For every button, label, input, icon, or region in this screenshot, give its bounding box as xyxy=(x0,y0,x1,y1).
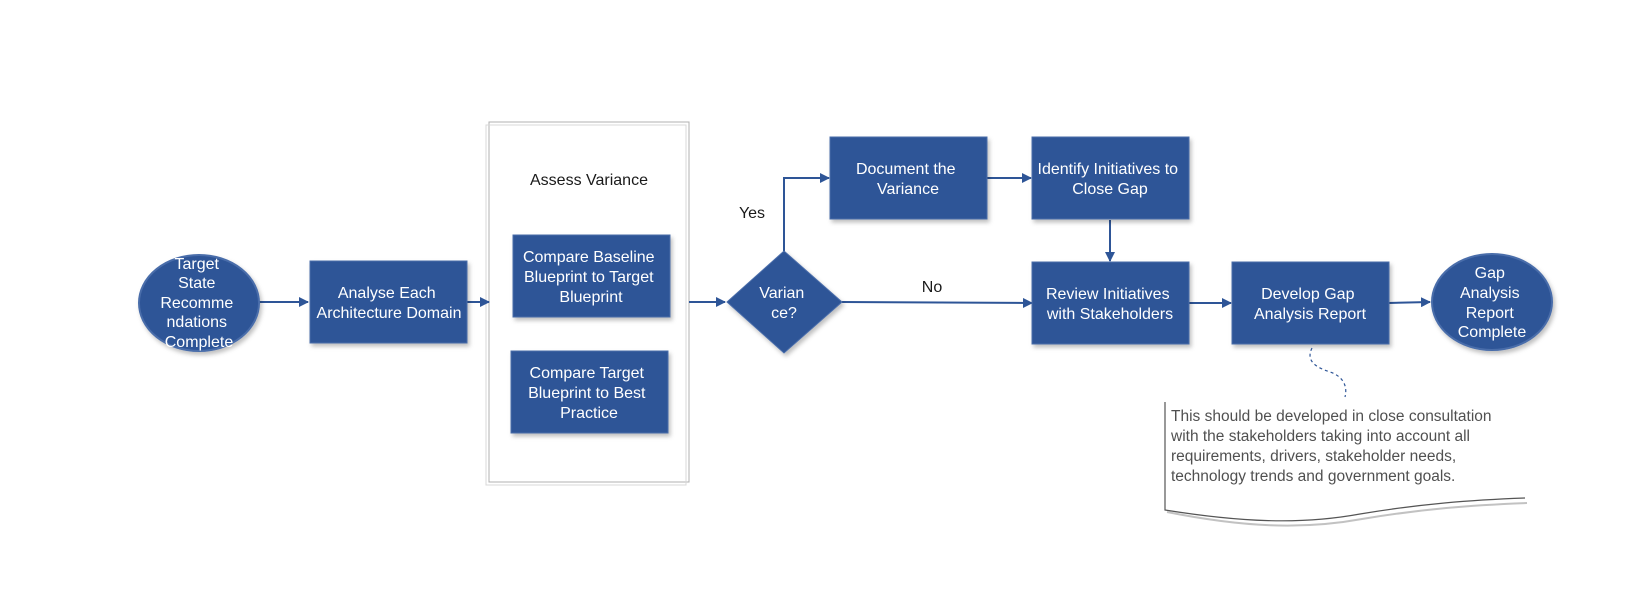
node-identify-initiatives[interactable]: Identify Initiatives to Close Gap xyxy=(1031,136,1190,220)
svg-text:Target State Recom: Target State Recomme ndations Complete xyxy=(160,256,237,351)
note-line: This should be developed in close consul… xyxy=(1171,408,1492,425)
svg-text:Identify Initiatives to: Identify Initiatives to Close Gap xyxy=(1038,161,1183,198)
svg-text:This should be developed in cl: This should be developed in close consul… xyxy=(1170,408,1496,485)
node-target-state-complete-line: State xyxy=(178,275,215,292)
node-target-state-complete-line: Complete xyxy=(165,334,234,351)
node-gap-analysis-complete-line: Complete xyxy=(1458,324,1527,341)
node-compare-target[interactable]: Compare Target Blueprint to Best Practic… xyxy=(510,350,669,434)
note-line: with the stakeholders taking into accoun… xyxy=(1170,428,1470,445)
edge-decision-no-to-review xyxy=(841,297,1033,308)
node-target-state-complete-line: ndations xyxy=(167,314,228,331)
svg-text:Document the Variance: Document the Variance xyxy=(856,161,960,198)
node-variance-decision-line: Varian xyxy=(759,285,804,302)
node-compare-baseline[interactable]: Compare Baseline Blueprint to Target Blu… xyxy=(512,234,671,318)
note-line: requirements, drivers, stakeholder needs… xyxy=(1171,448,1456,465)
note-border-shadow xyxy=(1166,502,1528,527)
node-compare-target-line: Compare Target xyxy=(530,365,645,382)
node-gap-analysis-complete[interactable]: Gap Analysis Report Complete xyxy=(1431,253,1553,351)
edge-label-yes: Yes xyxy=(739,205,765,222)
svg-text:Develop Gap Analysis Rep: Develop Gap Analysis Report xyxy=(1254,286,1367,323)
svg-text:Varian ce?: Varian ce? xyxy=(759,285,809,322)
node-compare-target-line: Practice xyxy=(560,405,618,422)
node-identify-initiatives-line: Identify Initiatives to xyxy=(1038,161,1179,178)
note-border xyxy=(1164,402,1526,522)
node-target-state-complete[interactable]: Target State Recomme ndations Complete xyxy=(138,254,260,352)
svg-text:Compare Baseline Bluepri: Compare Baseline Blueprint to Target Blu… xyxy=(523,249,659,306)
node-analyse-each-domain[interactable]: Analyse Each Architecture Domain xyxy=(309,260,468,344)
svg-text:Compare Target Blueprint: Compare Target Blueprint to Best Practic… xyxy=(528,365,650,422)
node-variance-decision-line: ce? xyxy=(771,305,797,322)
node-compare-baseline-line: Blueprint xyxy=(559,289,623,306)
svg-text:Review Initiatives with: Review Initiatives with Stakeholders xyxy=(1046,286,1174,323)
note-connector xyxy=(1309,347,1347,398)
node-review-initiatives-line: with Stakeholders xyxy=(1046,306,1173,323)
node-compare-target-line: Blueprint to Best xyxy=(528,385,646,402)
node-develop-report-line: Develop Gap xyxy=(1261,286,1354,303)
edge-label-no: No xyxy=(922,279,943,296)
node-review-initiatives-line: Review Initiatives xyxy=(1046,286,1170,303)
node-develop-report[interactable]: Develop Gap Analysis Report xyxy=(1231,261,1390,345)
node-gap-analysis-complete-line: Gap xyxy=(1475,265,1505,282)
node-review-initiatives[interactable]: Review Initiatives with Stakeholders xyxy=(1031,261,1190,345)
node-document-variance-line: Variance xyxy=(877,181,939,198)
edge-develop-to-end xyxy=(1387,297,1431,308)
node-analyse-each-domain-line: Analyse Each xyxy=(338,285,436,302)
node-target-state-complete-line: Recomme xyxy=(160,295,233,312)
svg-text:Analyse Each Architectur: Analyse Each Architecture Domain xyxy=(317,285,462,322)
node-gap-analysis-complete-line: Analysis xyxy=(1460,285,1520,302)
node-document-variance-line: Document the xyxy=(856,161,956,178)
node-gap-analysis-complete-line: Report xyxy=(1466,305,1515,322)
node-document-variance[interactable]: Document the Variance xyxy=(829,136,988,220)
node-compare-baseline-line: Blueprint to Target xyxy=(524,269,654,286)
svg-text:Gap Analysis Repor: Gap Analysis Report Complete xyxy=(1458,265,1527,341)
stakeholder-note: This should be developed in close consul… xyxy=(1164,402,1528,527)
node-target-state-complete-line: Target xyxy=(175,256,220,273)
node-compare-baseline-line: Compare Baseline xyxy=(523,249,655,266)
assess-variance-title: Assess Variance xyxy=(530,172,648,189)
edges xyxy=(259,173,1431,308)
note-line: technology trends and government goals. xyxy=(1171,468,1455,485)
node-identify-initiatives-line: Close Gap xyxy=(1072,181,1148,198)
node-develop-report-line: Analysis Report xyxy=(1254,306,1367,323)
node-analyse-each-domain-line: Architecture Domain xyxy=(317,305,462,322)
edge-decision-yes-to-document xyxy=(783,173,830,251)
node-variance-decision[interactable]: Varian ce? xyxy=(726,250,843,354)
